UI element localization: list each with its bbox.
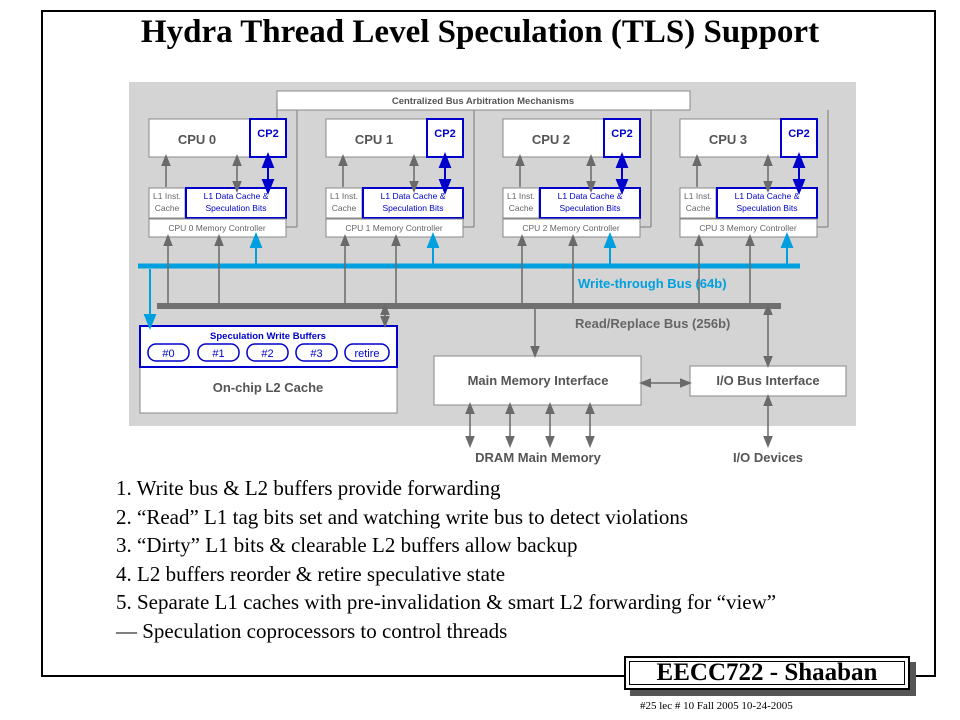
speculation-buffer-label: #3 <box>310 348 322 360</box>
l1-data-label: Speculation Bits <box>560 203 621 213</box>
note-item: 4. L2 buffers reorder & retire speculati… <box>116 561 506 586</box>
speculation-buffer <box>295 343 338 362</box>
speculation-buffer-label: #2 <box>261 348 273 360</box>
read-bus-label: Read/Replace Bus (256b) <box>575 316 730 331</box>
l1-inst-label: Cache <box>155 203 180 213</box>
l1-inst-cache-box <box>679 187 717 219</box>
note-item: 3. “Dirty” L1 bits & clearable L2 buffer… <box>116 533 578 557</box>
arbitration-label: Centralized Bus Arbitration Mechanisms <box>392 96 574 107</box>
l1-inst-label: L1 Inst. <box>330 191 358 201</box>
l1-data-label: L1 Data Cache & <box>735 191 800 201</box>
speculation-buffer-label: #0 <box>162 348 174 360</box>
cp2-label: CP2 <box>257 128 278 140</box>
l1-data-label: Speculation Bits <box>206 203 267 213</box>
note-item: — Speculation coprocessors to control th… <box>116 618 508 643</box>
speculation-buffer-label: #1 <box>212 348 224 360</box>
cp2-label: CP2 <box>788 128 809 140</box>
cpu-label: CPU 3 <box>709 132 747 147</box>
l1-inst-label: L1 Inst. <box>507 191 535 201</box>
cpu-block-1: CPU 1 CP2 L1 Inst. Cache L1 Data Cache & Spec… <box>325 110 475 303</box>
memory-controller-label: CPU 2 Memory Controller <box>522 223 619 233</box>
speculation-buffer <box>197 343 240 362</box>
note-item: 1. Write bus & L2 buffers provide forwar… <box>116 476 501 500</box>
speculation-buffer <box>344 343 390 362</box>
speculation-buffer-label: retire <box>354 348 379 360</box>
note-item: 5. Separate L1 caches with pre-invalidat… <box>116 590 777 614</box>
l1-inst-label: L1 Inst. <box>684 191 712 201</box>
l1-data-label: Speculation Bits <box>737 203 798 213</box>
l1-data-label: Speculation Bits <box>383 203 444 213</box>
cp2-label: CP2 <box>434 128 455 140</box>
slide-footer: #25 lec # 10 Fall 2005 10-24-2005 <box>640 700 793 712</box>
main-memory-interface-box <box>433 355 642 406</box>
course-brand-box: EECC722 - Shaaban <box>624 656 910 690</box>
speculation-buffer <box>246 343 289 362</box>
speculation-buffer <box>147 343 190 362</box>
cpu-block-0: CPU 0 CP2 L1 Inst. Cache L1 Data Cache & Spec… <box>148 110 298 303</box>
memory-controller-label: CPU 1 Memory Controller <box>345 223 442 233</box>
l1-inst-label: L1 Inst. <box>153 191 181 201</box>
l1-inst-label: Cache <box>332 203 357 213</box>
memory-controller-label: CPU 0 Memory Controller <box>168 223 265 233</box>
l1-data-label: L1 Data Cache & <box>381 191 446 201</box>
l1-inst-label: Cache <box>686 203 711 213</box>
l1-data-label: L1 Data Cache & <box>204 191 269 201</box>
cpu-label: CPU 0 <box>178 132 216 147</box>
note-item: 2. “Read” L1 tag bits set and watching w… <box>116 504 689 529</box>
cpu-label: CPU 1 <box>355 132 393 147</box>
speculation-buffers-title: Speculation Write Buffers <box>210 331 326 342</box>
arbitration-box <box>276 90 691 111</box>
l1-data-label: L1 Data Cache & <box>558 191 623 201</box>
cpu-block-3: CPU 3 CP2 L1 Inst. Cache L1 Data Cache & Spec… <box>679 110 829 303</box>
notes-list: 1. Write bus & L2 buffers provide forwar… <box>116 474 916 645</box>
slide-title: Hydra Thread Level Speculation (TLS) Sup… <box>140 14 820 50</box>
main-memory-interface-label: Main Memory Interface <box>468 373 609 388</box>
io-devices-label: I/O Devices <box>733 450 803 465</box>
cpu-block-2: CPU 2 CP2 L1 Inst. Cache L1 Data Cache & Spec… <box>502 110 652 303</box>
l2-cache-label: On-chip L2 Cache <box>213 380 324 395</box>
io-bus-interface-label: I/O Bus Interface <box>716 373 819 388</box>
cpu-label: CPU 2 <box>532 132 570 147</box>
l1-inst-cache-box <box>325 187 363 219</box>
course-brand-label: EECC722 - Shaaban <box>629 659 905 686</box>
cp2-box <box>426 118 464 158</box>
l1-inst-label: Cache <box>509 203 534 213</box>
slide-frame <box>41 10 936 677</box>
cp2-box <box>249 118 287 158</box>
memory-controller-label: CPU 3 Memory Controller <box>699 223 796 233</box>
dram-label: DRAM Main Memory <box>475 450 601 465</box>
cp2-label: CP2 <box>611 128 632 140</box>
write-bus-label: Write-through Bus (64b) <box>578 276 727 291</box>
